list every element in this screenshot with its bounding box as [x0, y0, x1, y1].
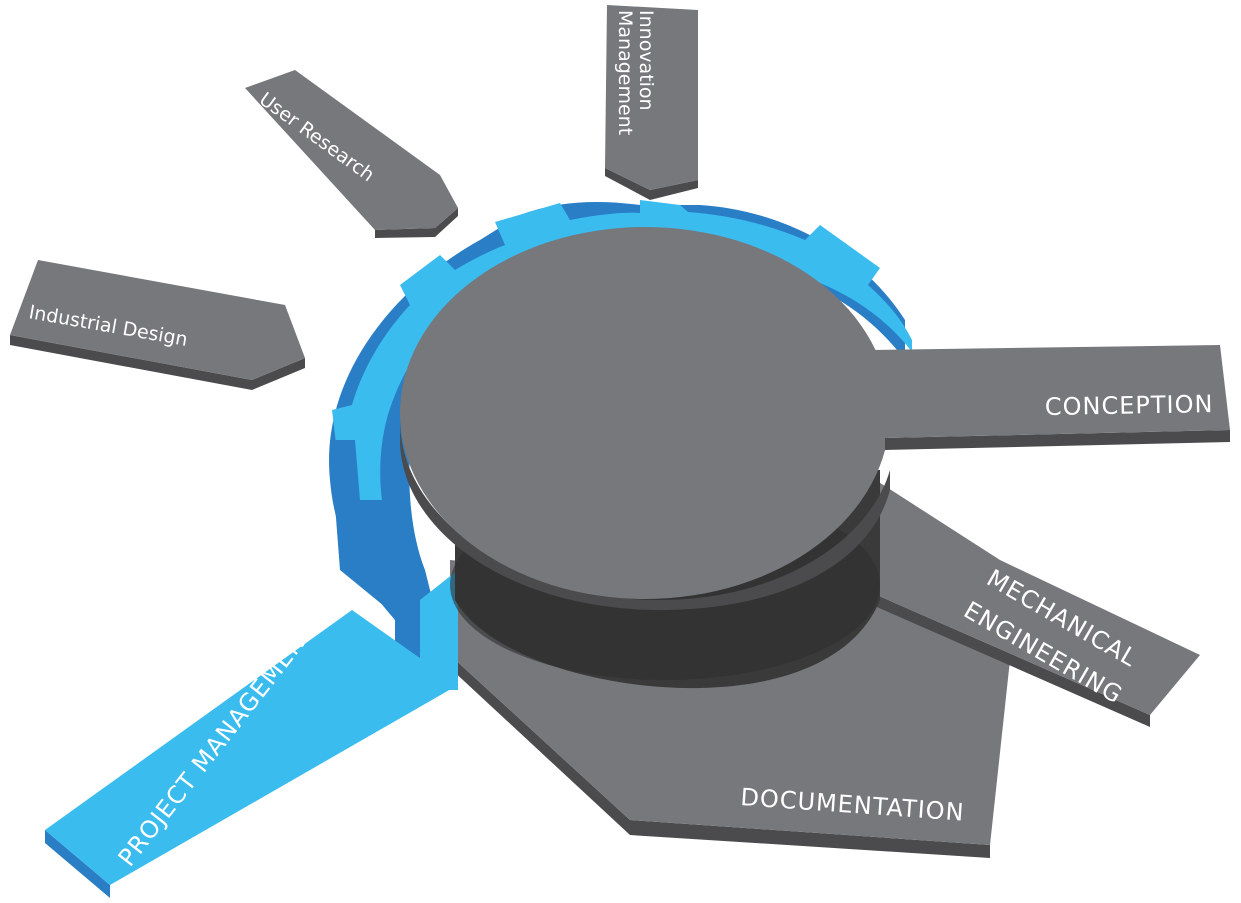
branch-industrial-design: Industrial Design — [10, 260, 305, 390]
industrial-design-arrow-side — [10, 335, 305, 390]
branch-user-research: User Research — [245, 70, 458, 238]
branch-innovation-management: Innovation Management — [605, 5, 698, 200]
mechanical-arm-side — [820, 570, 1150, 727]
mechanical-arm-top — [820, 470, 1200, 715]
conception-arm-side — [885, 430, 1230, 450]
industrial-design-arrow-top — [10, 260, 305, 380]
central-hub — [400, 227, 890, 689]
ring-front-face-light — [420, 570, 458, 690]
conception-label: CONCEPTION — [1045, 390, 1214, 421]
ring-front-face — [330, 440, 420, 690]
innovation-arrow-top — [605, 5, 698, 190]
conception-arm-top — [870, 345, 1230, 438]
hub-disc-top — [400, 227, 890, 599]
project-management-arm-top — [45, 610, 458, 885]
user-research-arrow-top — [245, 70, 458, 230]
branch-conception: CONCEPTION — [870, 345, 1230, 450]
innovation-label-line1: Innovation — [635, 10, 657, 111]
user-research-arrow-side — [375, 208, 458, 238]
branch-project-management: PROJECT MANAGEMENT — [45, 610, 458, 898]
innovation-label-line2: Management — [614, 10, 636, 135]
documentation-plate-side — [450, 655, 990, 858]
branch-mechanical-engineering: MECHANICAL ENGINEERING — [820, 470, 1200, 727]
project-management-arm-side — [45, 830, 110, 898]
ring-top — [332, 200, 912, 500]
innovation-arrow-side — [605, 168, 698, 200]
